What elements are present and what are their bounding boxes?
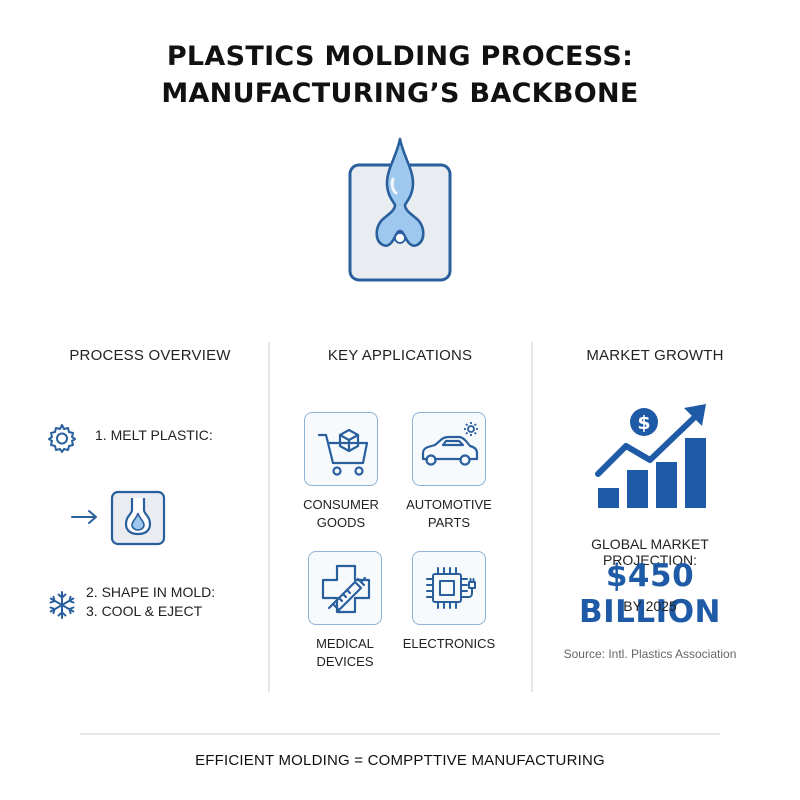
footer-divider	[80, 733, 720, 735]
market-projection-value: $450 BILLION	[578, 558, 721, 630]
footer-tagline: EFFICIENT MOLDING = COMPPTTIVE MANUFACTU…	[195, 752, 605, 769]
market-source: Source: Intl. Plastics Association	[563, 647, 737, 661]
step-melt-plastic: 1. MELT PLASTIC:	[95, 427, 213, 443]
application-tile-electronics	[412, 551, 486, 625]
mold-icon	[110, 490, 166, 546]
application-label-medical-devices: MEDICAL DEVICES	[316, 636, 374, 669]
application-tile-medical-devices	[308, 551, 382, 625]
column-divider-right	[531, 342, 533, 692]
market-growth-heading: MARKET GROWTH	[586, 347, 724, 364]
growth-chart-icon: $	[595, 404, 706, 508]
title-line-2: MANUFACTURING’S BACKBONE	[161, 78, 639, 109]
car-icon	[421, 422, 479, 466]
arrow-right-icon	[71, 510, 97, 524]
page-title: PLASTICS MOLDING PROCESS: MANUFACTURING’…	[0, 38, 800, 112]
application-label-automotive-parts: AUTOMOTIVE PARTS	[406, 497, 492, 530]
title-line-1: PLASTICS MOLDING PROCESS:	[166, 41, 634, 72]
market-projection-year: BY 2025	[623, 598, 677, 614]
chip-icon	[426, 567, 476, 609]
process-overview-heading: PROCESS OVERVIEW	[69, 347, 231, 364]
step-shape-in-mold: 2. SHAPE IN MOLD:	[86, 584, 216, 600]
medical-cross-icon	[321, 564, 371, 614]
snowflake-icon	[49, 591, 75, 619]
market-projection-label: GLOBAL MARKET PROJECTION:	[591, 536, 709, 568]
key-applications-heading: KEY APPLICATIONS	[327, 347, 473, 364]
application-tile-consumer-goods	[304, 412, 378, 486]
application-label-electronics: ELECTRONICS	[402, 636, 496, 651]
column-divider-left	[268, 342, 270, 692]
application-label-consumer-goods: CONSUMER GOODS	[303, 497, 379, 530]
application-tile-automotive-parts	[412, 412, 486, 486]
gear-icon	[48, 424, 76, 453]
molding-droplet-icon	[348, 137, 452, 282]
step-cool-and-eject: 3. COOL & EJECT	[86, 603, 203, 619]
svg-text:$: $	[637, 412, 650, 434]
shopping-cart-icon	[317, 428, 369, 476]
